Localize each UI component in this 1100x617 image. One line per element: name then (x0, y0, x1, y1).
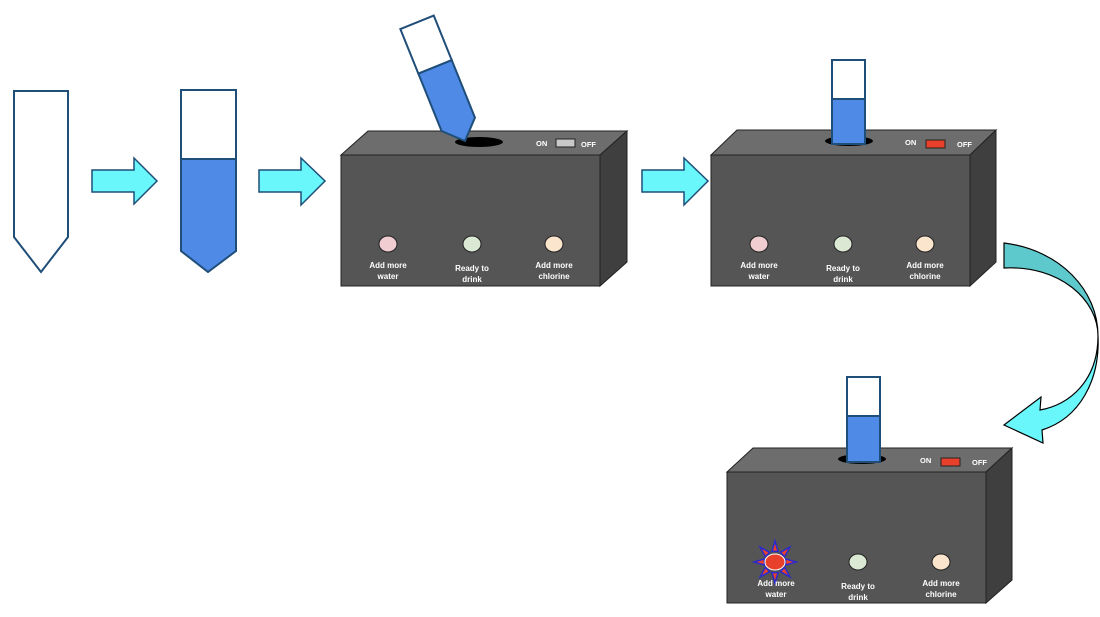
inserted-tube (846, 376, 881, 463)
arrow-right-icon (91, 156, 159, 206)
light-ready-to-drink (848, 553, 868, 571)
light-label: chlorine (538, 272, 570, 281)
tilted-tube (399, 14, 477, 143)
light-add-water-active (764, 553, 786, 571)
burst-ray (770, 538, 780, 553)
light-label: chlorine (925, 590, 957, 599)
power-switch[interactable]: ON OFF (905, 138, 972, 149)
light-label: Ready to (826, 264, 860, 273)
indicator-lights: Add more water Ready to drink Add more c… (740, 235, 944, 284)
arrow-right-icon (641, 156, 710, 207)
light-label: water (377, 272, 399, 281)
switch-toggle[interactable] (555, 138, 576, 148)
light-add-chlorine (544, 235, 564, 253)
light-label: Add more (922, 579, 960, 588)
switch-toggle[interactable] (940, 457, 961, 467)
switch-off-label: OFF (972, 458, 987, 467)
arrow-right-icon (258, 156, 327, 207)
tube-slot (455, 137, 503, 147)
switch-on-label: ON (905, 138, 916, 147)
curved-arrow-icon (1002, 242, 1099, 444)
light-label: Ready to (455, 264, 489, 273)
light-burst-icon (751, 538, 799, 586)
light-label: water (748, 272, 770, 281)
filled-tube (180, 89, 237, 274)
light-add-water (749, 235, 769, 253)
burst-ray (770, 571, 780, 586)
light-ready-to-drink (833, 235, 853, 253)
light-label: Add more (740, 261, 778, 270)
inserted-tube (831, 59, 866, 145)
burst-ray (751, 557, 766, 567)
burst-ray (758, 566, 771, 579)
light-add-chlorine (915, 235, 935, 253)
light-label: Add more (535, 261, 573, 270)
light-label: drink (848, 593, 868, 602)
light-label: Add more (369, 261, 407, 270)
light-ready-to-drink (462, 235, 482, 253)
light-label: drink (833, 275, 853, 284)
power-switch[interactable]: ON OFF (536, 138, 596, 149)
light-label: Add more (906, 261, 944, 270)
light-add-chlorine (931, 553, 951, 571)
burst-ray (779, 545, 792, 558)
empty-tube (13, 90, 69, 274)
burst-ray (758, 545, 771, 558)
light-label: water (765, 590, 787, 599)
switch-off-label: OFF (957, 140, 972, 149)
indicator-lights: Add more water Ready to drink Add more c… (751, 538, 960, 602)
light-add-water (378, 235, 398, 253)
light-label: Ready to (841, 582, 875, 591)
switch-toggle[interactable] (925, 139, 946, 149)
light-label: chlorine (909, 272, 941, 281)
switch-on-label: ON (920, 456, 931, 465)
device-step-5: ON OFF Add more water Ready to drink Add… (725, 376, 1014, 605)
switch-on-label: ON (536, 139, 547, 148)
light-label: drink (462, 275, 482, 284)
indicator-lights: Add more water Ready to drink Add more c… (369, 235, 573, 284)
device-step-3: ON OFF Add more water Ready to drink Add… (339, 14, 629, 288)
switch-off-label: OFF (581, 140, 596, 149)
power-switch[interactable]: ON OFF (920, 456, 987, 467)
burst-ray (784, 557, 799, 567)
device-step-4: ON OFF Add more water Ready to drink Add… (709, 59, 998, 288)
light-label: Add more (757, 579, 795, 588)
burst-ray (779, 566, 792, 579)
